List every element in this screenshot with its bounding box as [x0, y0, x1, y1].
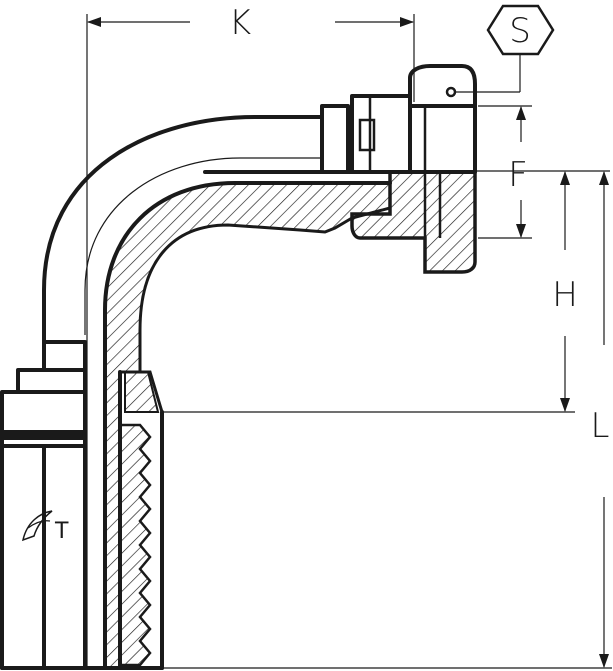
k-label: K — [229, 3, 251, 43]
s-hexagon-icon — [486, 4, 555, 56]
tube-inner-line — [84, 157, 322, 335]
collar-ring-1 — [320, 104, 350, 174]
tube-outer-wall — [42, 115, 324, 344]
nut-centre-mark — [445, 86, 457, 98]
ferrule-ring — [16, 368, 87, 394]
h-label: H — [552, 275, 578, 315]
ferrule-section-top-hatch — [124, 371, 160, 413]
s-label: S — [509, 11, 531, 51]
brand-mark-text: T — [54, 519, 69, 544]
dimension-f: F — [478, 105, 532, 239]
elbow-section-outline — [103, 181, 392, 670]
dimension-h: H — [140, 170, 610, 413]
ferrule-serrations — [118, 423, 152, 667]
collar-slot — [358, 118, 376, 152]
brand-swoosh-line — [27, 520, 51, 529]
dimension-l: L — [120, 171, 612, 669]
brand-logo: T — [21, 510, 69, 544]
nut-top — [408, 64, 477, 108]
swivel-nut — [350, 64, 477, 274]
ferrule-band — [2, 430, 85, 440]
ferrule-shank — [42, 444, 87, 670]
ferrule-external — [0, 340, 87, 670]
l-label: L — [591, 406, 610, 446]
brand-swoosh-icon — [21, 510, 53, 542]
nipple-collar — [320, 94, 412, 174]
f-label: F — [508, 155, 528, 195]
ferrule-neck — [42, 340, 87, 372]
dimension-s: S — [456, 4, 555, 93]
bent-tube — [42, 115, 392, 344]
ferrule-section — [118, 370, 164, 670]
nut-upper-body — [408, 104, 477, 174]
